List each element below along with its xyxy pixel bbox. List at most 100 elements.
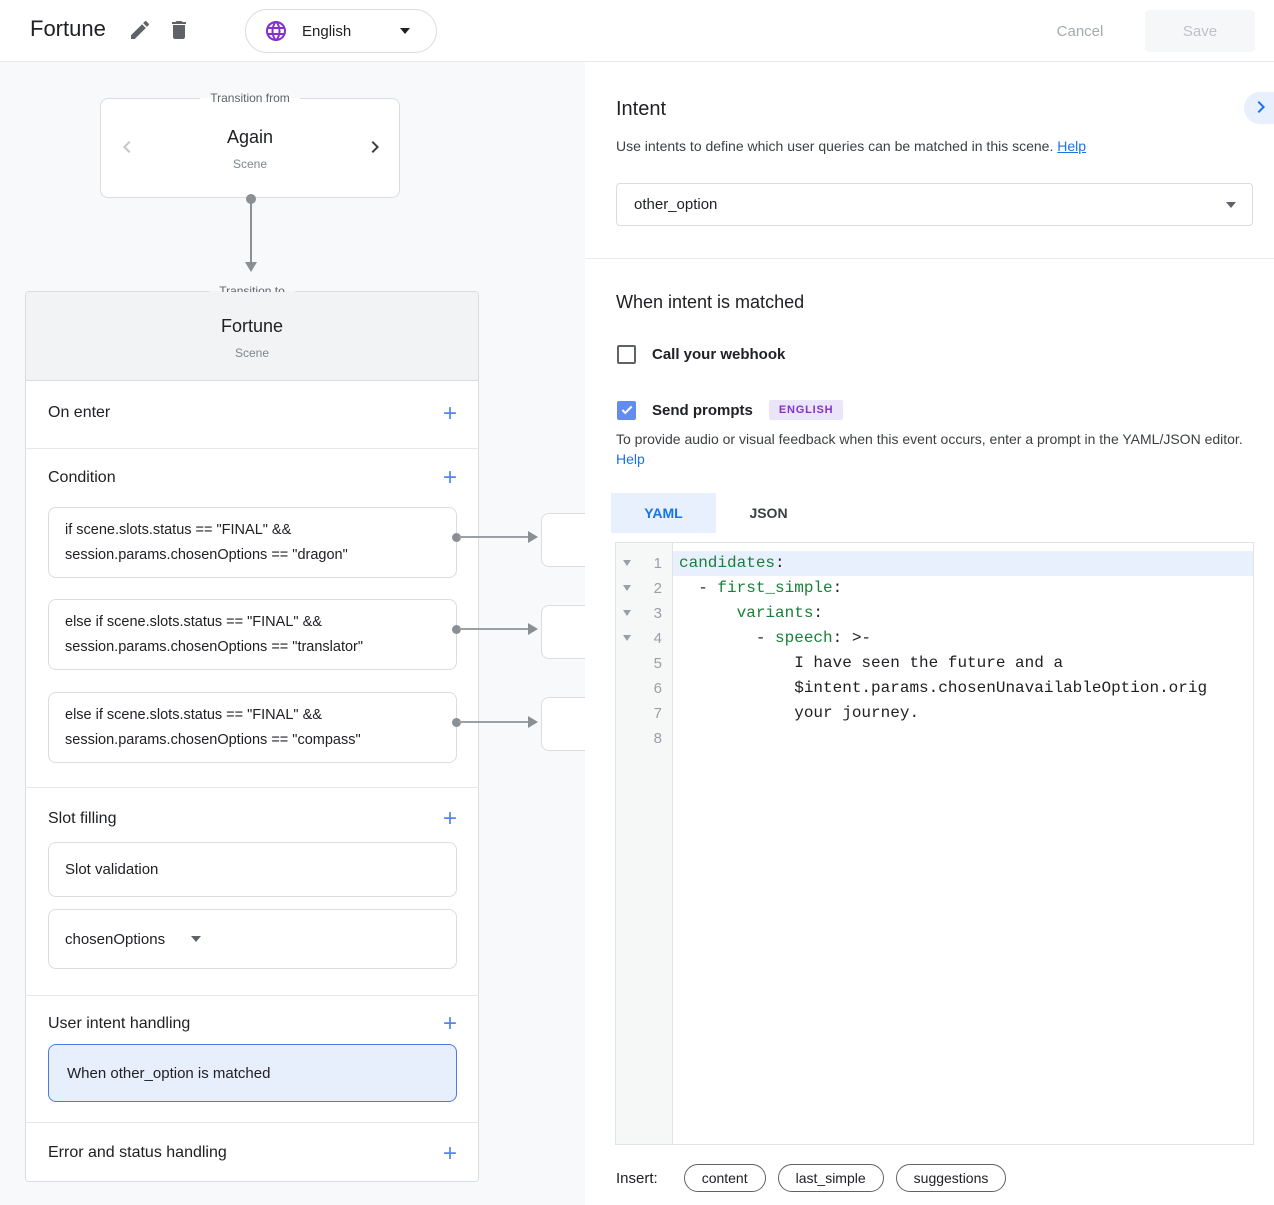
help-link-2[interactable]: Help (616, 451, 645, 467)
condition-text: session.params.chosenOptions == "transla… (65, 639, 364, 655)
connector-arrow-head (528, 716, 538, 728)
intent-detail-panel: Intent Use intents to define which user … (585, 62, 1274, 1205)
condition-item-compass[interactable]: else if scene.slots.status == "FINAL" &&… (48, 692, 457, 763)
connector-line (459, 628, 528, 630)
line-number: 7 (653, 705, 662, 722)
slot-validation-item[interactable]: Slot validation (48, 842, 457, 897)
code-line: variants: (736, 604, 824, 622)
save-button[interactable]: Save (1145, 10, 1255, 52)
scene-name: Fortune (220, 316, 284, 336)
prompt-description-text: To provide audio or visual feedback when… (616, 431, 1243, 447)
chevron-down-icon (400, 28, 410, 34)
intent-handler-item-selected[interactable]: When other_option is matched (48, 1044, 457, 1102)
slot-validation-label: Slot validation (65, 861, 159, 878)
collapse-panel-button[interactable] (1244, 92, 1274, 124)
chevron-left-icon[interactable] (115, 135, 139, 159)
divider (585, 258, 1274, 259)
divider (26, 787, 478, 788)
language-label: English (302, 22, 352, 40)
condition-target-card[interactable] (541, 513, 585, 567)
intent-select[interactable]: other_option (616, 183, 1253, 226)
webhook-checkbox[interactable] (617, 345, 636, 364)
divider (26, 1122, 478, 1123)
help-link[interactable]: Help (1057, 138, 1087, 154)
fold-icon[interactable] (623, 585, 631, 591)
globe-icon (264, 19, 288, 43)
condition-text: else if scene.slots.status == "FINAL" && (65, 614, 322, 630)
check-icon (621, 405, 632, 415)
language-selector[interactable]: English (245, 9, 437, 53)
scene-canvas: Transition from Again Scene Transition t… (0, 62, 585, 1205)
code-line (673, 726, 1253, 751)
editor-code[interactable]: candidates: - first_simple: variants: - … (673, 543, 1253, 1144)
fold-icon[interactable] (623, 610, 631, 616)
cancel-button[interactable]: Cancel (1045, 12, 1115, 50)
connector-dot (452, 533, 461, 542)
error-handling-label: Error and status handling (48, 1144, 227, 1161)
send-prompts-label: Send prompts (652, 401, 753, 419)
insert-last-simple-button[interactable]: last_simple (777, 1164, 884, 1192)
tab-yaml[interactable]: YAML (611, 493, 716, 533)
code-line: - speech: >- (679, 629, 872, 647)
intent-handler-label: When other_option is matched (67, 1064, 271, 1082)
code-line: $intent.params.chosenUnavailableOption.o… (679, 679, 1208, 697)
connector-arrow-head (528, 531, 538, 543)
add-condition-button[interactable]: + (436, 464, 464, 492)
insert-toolbar: Insert: content last_simple suggestions (616, 1164, 1018, 1192)
divider (26, 995, 478, 996)
line-number: 8 (653, 730, 662, 747)
intent-select-value: other_option (634, 196, 718, 213)
connector-dot (452, 718, 461, 727)
webhook-label: Call your webhook (652, 346, 786, 363)
add-intent-handler-button[interactable]: + (436, 1010, 464, 1038)
yaml-editor[interactable]: 1 2 3 4 5 6 7 8 candidates: - first_simp… (615, 542, 1254, 1145)
tab-json[interactable]: JSON (749, 505, 788, 521)
condition-item-dragon[interactable]: if scene.slots.status == "FINAL" && sess… (48, 507, 457, 578)
connector-line (459, 536, 528, 538)
insert-content-button[interactable]: content (683, 1164, 766, 1192)
condition-target-card[interactable] (541, 697, 585, 751)
when-matched-heading: When intent is matched (616, 292, 805, 312)
chevron-right-icon (1257, 100, 1265, 113)
add-on-enter-button[interactable]: + (436, 400, 464, 428)
prompt-description: To provide audio or visual feedback when… (616, 429, 1261, 469)
line-number: 1 (653, 555, 662, 572)
transition-to-card: Transition to Fortune Scene On enter + C… (25, 284, 479, 1182)
panel-title: Intent (616, 98, 667, 120)
from-scene-type: Scene (232, 157, 268, 171)
edit-icon[interactable] (128, 18, 154, 44)
insert-suggestions-button[interactable]: suggestions (895, 1164, 1007, 1192)
editor-tabs: YAML JSON (611, 493, 821, 533)
top-bar: Fortune English Cancel Save (0, 0, 1274, 62)
scene-header[interactable]: Fortune Scene (26, 292, 478, 381)
condition-item-translator[interactable]: else if scene.slots.status == "FINAL" &&… (48, 599, 457, 670)
line-number: 6 (653, 680, 662, 697)
send-prompts-checkbox[interactable] (617, 400, 636, 420)
panel-description: Use intents to define which user queries… (616, 138, 1086, 154)
send-prompts-checkbox-row: Send prompts ENGLISH (617, 400, 844, 420)
condition-text: session.params.chosenOptions == "dragon" (65, 547, 348, 563)
slot-param-item[interactable]: chosenOptions (48, 909, 457, 969)
fold-icon[interactable] (623, 560, 631, 566)
line-number: 3 (653, 605, 662, 622)
transition-arrow-line (250, 199, 252, 262)
fold-icon[interactable] (623, 635, 631, 641)
insert-label: Insert: (616, 1169, 658, 1187)
connector-arrow-head (528, 623, 538, 635)
slot-param-label: chosenOptions (65, 930, 166, 948)
add-error-handler-button[interactable]: + (436, 1140, 464, 1168)
transition-from-card[interactable]: Transition from Again Scene (100, 91, 400, 198)
add-slot-button[interactable]: + (436, 805, 464, 833)
chevron-right-icon[interactable] (363, 135, 387, 159)
condition-label: Condition (48, 469, 116, 486)
code-line-active: candidates: (673, 551, 1253, 576)
from-scene-name: Again (226, 127, 274, 147)
chevron-down-icon (1226, 201, 1236, 208)
editor-gutter: 1 2 3 4 5 6 7 8 (616, 543, 673, 1144)
code-line: your journey. (679, 704, 920, 722)
condition-target-card[interactable] (541, 605, 585, 659)
delete-icon[interactable] (167, 18, 193, 44)
code-line: I have seen the future and a (679, 654, 1064, 672)
page-title: Fortune (30, 16, 106, 41)
description-text: Use intents to define which user queries… (616, 138, 1058, 154)
